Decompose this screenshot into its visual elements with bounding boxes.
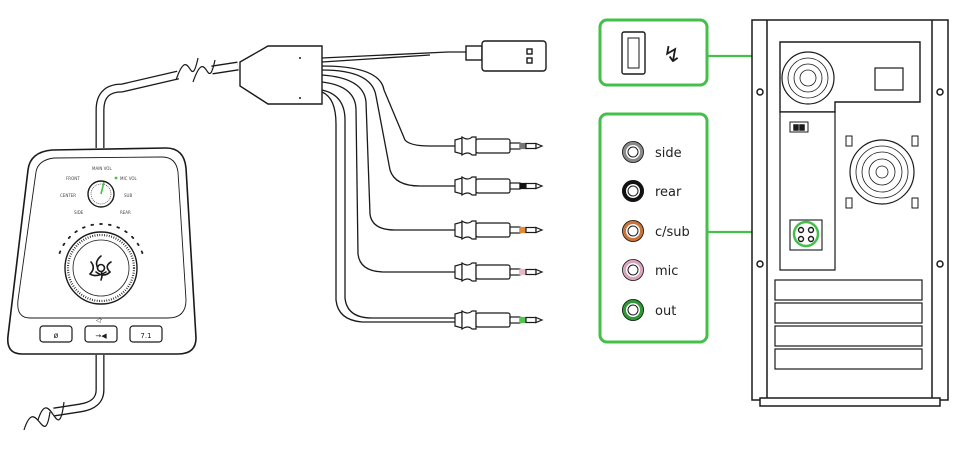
speaker-icon: ◁·: [96, 317, 103, 324]
audio-port-side: side: [622, 141, 682, 163]
label-main-vol: MAIN VOL: [92, 166, 112, 171]
pc-audio-ports-highlight: [792, 220, 820, 248]
audio-port-label: mic: [655, 264, 678, 279]
surround-button-label: 7.1: [140, 332, 151, 340]
usb-port-callout: ↯: [598, 18, 709, 87]
audio-jack-plug: [454, 219, 544, 241]
audio-ports-callout: side rear c/sub mic out: [598, 112, 709, 344]
razer-logo-icon: [88, 255, 112, 281]
audio-port-mic: mic: [622, 259, 678, 281]
toggle-button[interactable]: →◀: [84, 325, 118, 343]
volume-knob[interactable]: [64, 231, 138, 305]
control-unit: MAIN VOL FRONT MIC VOL CENTER SUB SIDE R…: [6, 147, 197, 355]
surround-button[interactable]: 7.1: [129, 325, 163, 343]
audio-jack-plug: [454, 309, 544, 331]
label-center: CENTER: [60, 193, 76, 198]
usb-plug: [465, 40, 547, 72]
audio-port-label: rear: [655, 185, 682, 200]
audio-jacks: [454, 135, 544, 331]
audio-port-label: side: [655, 146, 682, 161]
mic-mute-button[interactable]: ø: [39, 325, 73, 343]
label-rear: REAR: [120, 210, 131, 215]
cable-splitter: [239, 45, 323, 105]
label-sub: SUB: [124, 193, 132, 198]
audio-jack-plug: [454, 135, 544, 157]
cable-bundle: [23, 51, 478, 431]
audio-port-c-sub: c/sub: [622, 220, 690, 242]
audio-port-label: out: [655, 304, 676, 319]
audio-jack-plug: [454, 261, 544, 283]
toggle-button-label: →◀: [95, 332, 107, 340]
volume-level-dots: [58, 223, 144, 254]
mic-mute-button-label: ø: [54, 331, 59, 340]
audio-port-rear: rear: [622, 180, 682, 202]
pc-tower-rear: [751, 19, 949, 407]
label-mic-vol: MIC VOL: [120, 176, 138, 181]
channel-selector-knob[interactable]: [87, 180, 115, 208]
audio-port-label: c/sub: [655, 225, 690, 240]
label-side: SIDE: [74, 210, 84, 215]
label-front: FRONT: [66, 176, 80, 181]
audio-port-out: out: [622, 299, 676, 321]
audio-jack-plug: [454, 175, 544, 197]
usb-symbol-icon: ↯: [663, 43, 681, 68]
